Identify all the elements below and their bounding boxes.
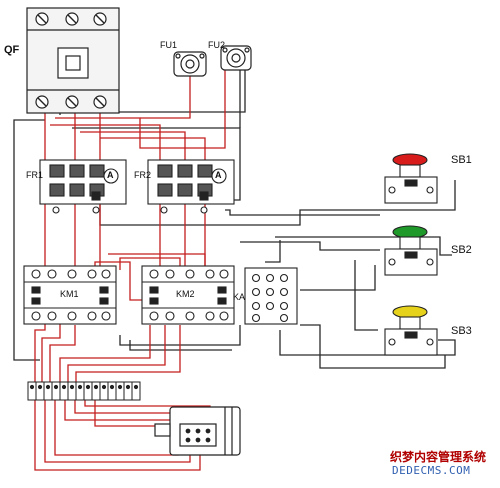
thermal-relay-fr2: [147, 159, 235, 214]
fr2-ammeter-label: A: [215, 170, 222, 180]
contactor-km2: [141, 265, 235, 325]
button-sb3: [384, 305, 438, 356]
sb3-label: SB3: [451, 325, 472, 337]
fr1-ammeter-label: A: [107, 170, 114, 180]
watermark-title: 织梦内容管理系统: [390, 450, 487, 464]
sb1-label: SB1: [451, 154, 472, 166]
fr2-label: FR2: [134, 170, 152, 180]
fuse-fu2: [220, 45, 252, 71]
ka-label: KA: [233, 292, 246, 302]
qf-breaker: [26, 7, 120, 114]
qf-label: QF: [4, 44, 20, 56]
contactor-km1: [23, 265, 117, 325]
relay-ka: [244, 267, 298, 325]
fr1-label: FR1: [26, 170, 44, 180]
fu1-label: FU1: [160, 40, 178, 50]
button-sb1: [384, 153, 438, 204]
fuse-fu1: [173, 51, 207, 77]
button-sb2: [384, 225, 438, 276]
terminal-block: [27, 381, 141, 401]
sb2-label: SB2: [451, 244, 472, 256]
fu2-label: FU2: [208, 40, 226, 50]
watermark-domain: DEDECMS.COM: [392, 464, 471, 477]
control-wires: [13, 59, 456, 369]
km2-label: KM2: [176, 289, 195, 299]
motor: [154, 406, 241, 456]
thermal-relay-fr1: [39, 159, 127, 214]
km1-label: KM1: [60, 289, 79, 299]
